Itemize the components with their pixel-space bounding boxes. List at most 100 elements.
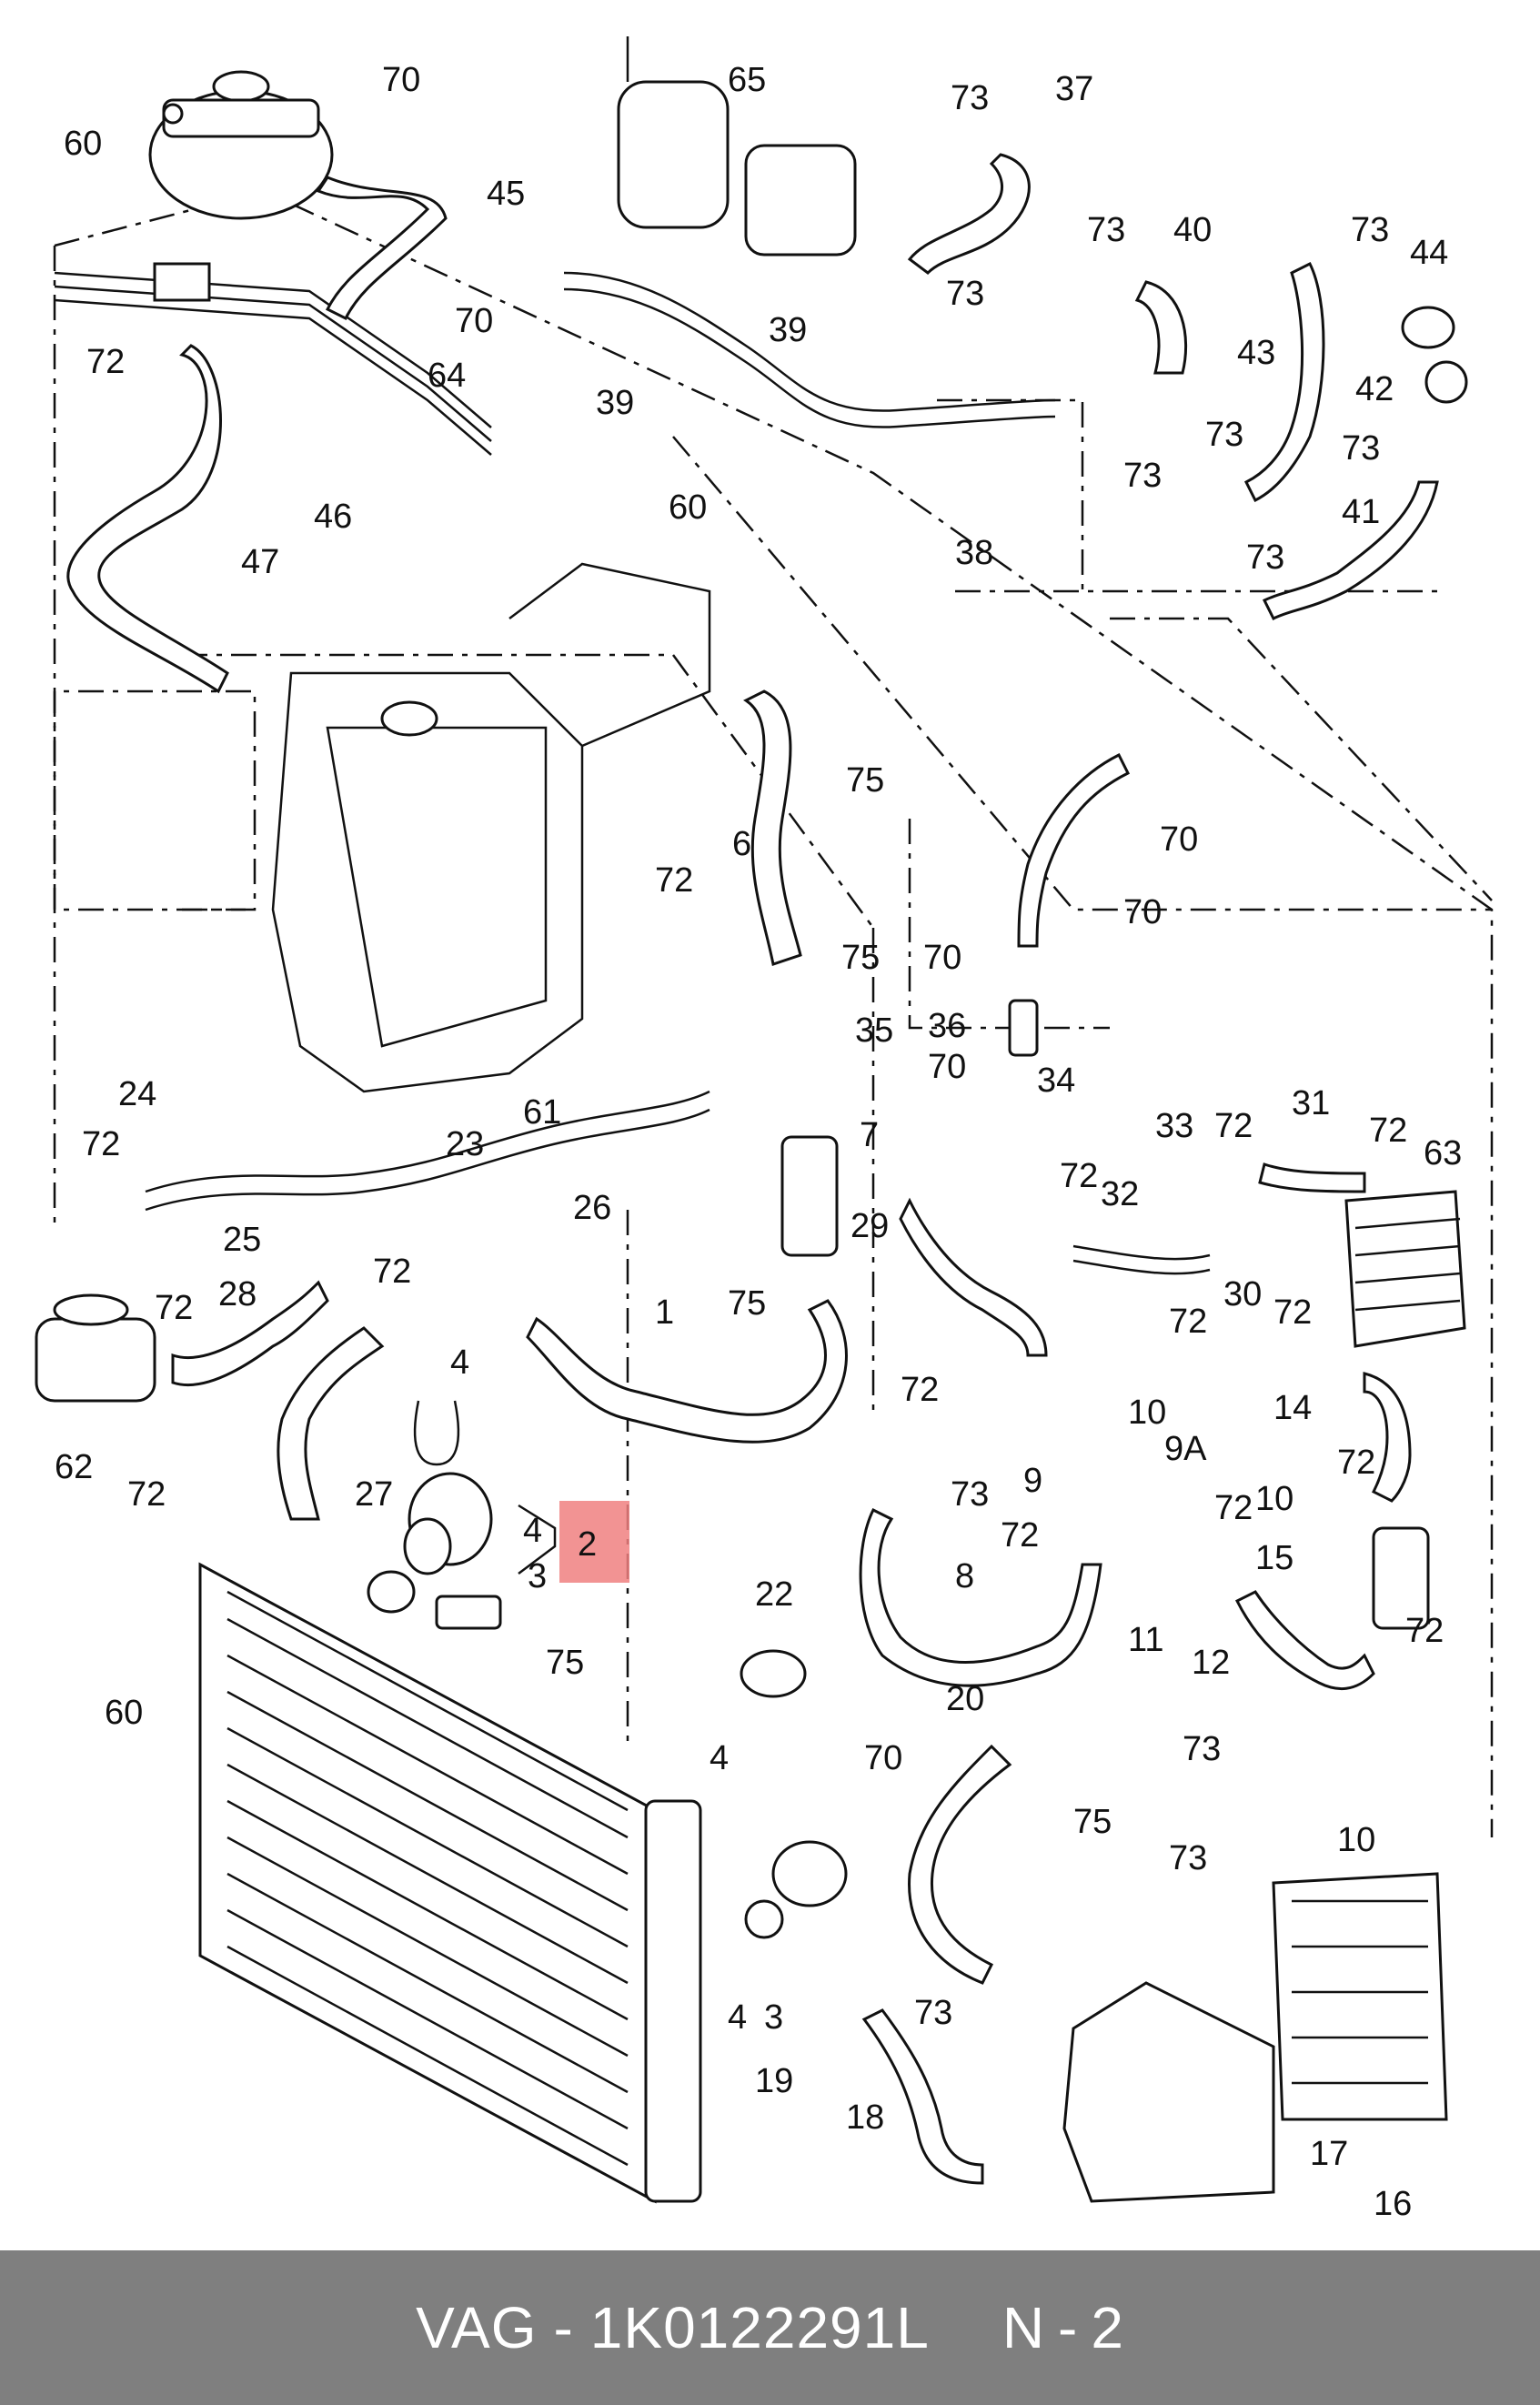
callout-26: 26 (573, 1189, 611, 1227)
callout-3: 3 (528, 1557, 547, 1595)
callout-30: 30 (1223, 1275, 1262, 1313)
callout-60: 60 (105, 1694, 143, 1732)
callout-10: 10 (1128, 1394, 1166, 1432)
coolant-pipe-bundle (54, 262, 492, 456)
callout-75: 75 (1073, 1803, 1112, 1841)
callout-75: 75 (546, 1644, 584, 1682)
callout-75: 75 (841, 939, 880, 977)
callout-6: 6 (732, 825, 751, 863)
callout-19: 19 (755, 2062, 793, 2100)
intercooler-and-duct (1062, 1872, 1448, 2203)
callout-73: 73 (1342, 429, 1380, 468)
hose-18 (861, 2008, 984, 2185)
engine-block-outline (271, 562, 711, 1093)
callout-63: 63 (1424, 1134, 1462, 1172)
callout-39: 39 (769, 311, 807, 349)
metal-pipe-group (145, 271, 1211, 1275)
callout-25: 25 (223, 1221, 261, 1259)
callout-47: 47 (241, 543, 279, 581)
callout-60: 60 (64, 125, 102, 163)
part-number-footer: VAG - 1K0122291L N - 2 (0, 2250, 1540, 2405)
hose-43 (1243, 261, 1325, 503)
footer-separator: - (553, 2295, 574, 2360)
small-reservoir (35, 1293, 156, 1403)
highlight-label[interactable]: 2 (578, 1525, 597, 1564)
brand-text: VAG (416, 2295, 538, 2360)
coolant-system-exploded-diagram: 2 60 70 45 70 72 46 47 64 65 39 39 60 38… (35, 36, 1494, 2223)
callout-3: 3 (764, 1998, 783, 2037)
callout-11: 11 (1128, 1621, 1163, 1659)
callout-72: 72 (1369, 1112, 1407, 1150)
expansion-tank (148, 70, 334, 220)
callout-16: 16 (1374, 2185, 1412, 2223)
callout-61: 61 (523, 1093, 561, 1132)
oil-cooler (1344, 1190, 1466, 1348)
callout-70: 70 (923, 939, 961, 977)
callout-72: 72 (1273, 1293, 1312, 1332)
highlighted-part-2[interactable]: 2 (518, 1501, 629, 1583)
callout-4: 4 (523, 1512, 542, 1550)
thermostat-assembly (367, 1400, 502, 1630)
callout-43: 43 (1237, 334, 1275, 372)
misc-small-parts (740, 306, 1468, 1939)
callout-73: 73 (1087, 211, 1125, 249)
callout-72: 72 (373, 1253, 411, 1291)
hose-20 (908, 1744, 1012, 1985)
callout-37: 37 (1055, 70, 1093, 108)
callout-70: 70 (1160, 820, 1198, 859)
callout-29: 29 (851, 1207, 889, 1245)
callout-4: 4 (710, 1739, 729, 1777)
callout-72: 72 (1214, 1107, 1253, 1145)
hose-40 (1134, 280, 1188, 375)
hose-31 (1258, 1162, 1366, 1193)
hose-28 (171, 1280, 329, 1387)
hose-70-upper (1017, 752, 1131, 948)
callout-10: 10 (1255, 1480, 1293, 1518)
hose-45 (316, 176, 448, 321)
callout-73: 73 (1351, 211, 1389, 249)
callout-34: 34 (1037, 1062, 1075, 1100)
position-number-text: 2 (1091, 2295, 1124, 2360)
callout-72: 72 (1169, 1303, 1207, 1341)
hose-12 (1234, 1590, 1375, 1691)
highlight-box[interactable] (559, 1501, 629, 1583)
hose-41 (1262, 480, 1439, 621)
callout-12: 12 (1192, 1644, 1230, 1682)
callout-72: 72 (901, 1371, 939, 1409)
hose-6 (743, 689, 802, 966)
callout-42: 42 (1355, 370, 1394, 408)
callout-4: 4 (450, 1343, 469, 1382)
callout-73: 73 (1246, 538, 1284, 577)
callout-33: 33 (1155, 1107, 1193, 1145)
callout-44: 44 (1410, 234, 1448, 272)
callout-38: 38 (955, 534, 993, 572)
callout-70: 70 (455, 302, 493, 340)
callout-75: 75 (846, 761, 884, 800)
callout-73: 73 (1169, 1839, 1207, 1877)
callout-73: 73 (914, 1994, 952, 2032)
callout-72: 72 (1337, 1444, 1375, 1482)
callout-72: 72 (127, 1475, 166, 1514)
callout-72: 72 (155, 1289, 193, 1327)
callout-72: 72 (655, 861, 693, 900)
callout-35: 35 (855, 1011, 893, 1050)
callout-23: 23 (446, 1125, 484, 1163)
callout-14: 14 (1273, 1389, 1312, 1427)
callout-32: 32 (1101, 1175, 1139, 1213)
callout-73: 73 (1123, 457, 1162, 495)
position-separator: - (1058, 2295, 1079, 2360)
callout-10: 10 (1337, 1821, 1375, 1859)
callout-72: 72 (82, 1125, 120, 1163)
callout-70: 70 (864, 1739, 902, 1777)
hose-group (66, 153, 1439, 2185)
part-number-text: 1K0122291L (589, 2295, 930, 2360)
callout-46: 46 (314, 498, 352, 536)
callout-72: 72 (86, 343, 125, 381)
callout-72: 72 (1405, 1612, 1444, 1650)
callout-8: 8 (955, 1557, 974, 1595)
callout-70: 70 (928, 1048, 966, 1086)
callout-31: 31 (1292, 1084, 1330, 1122)
callout-64: 64 (428, 357, 466, 395)
callout-73: 73 (1205, 416, 1243, 454)
callout-72: 72 (1214, 1489, 1253, 1527)
